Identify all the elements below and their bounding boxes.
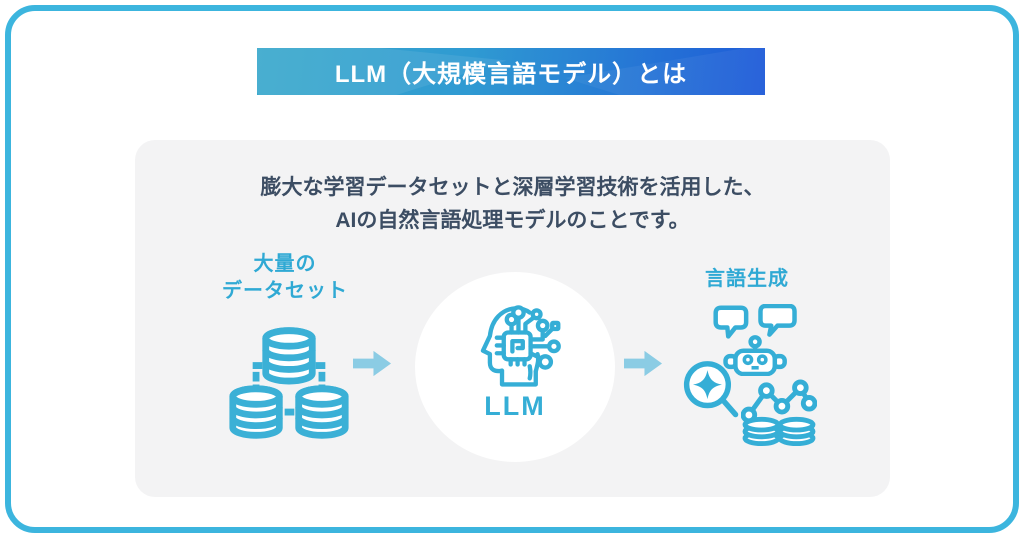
ai-brain-circuit-icon [480,305,561,387]
input-label-line-2: データセット [222,280,348,302]
title-banner: LLM（大規模言語モデル）とは [257,48,765,95]
input-label: 大量の データセット [200,251,370,305]
page-title: LLM（大規模言語モデル）とは [334,61,688,88]
description-text: 膨大な学習データセットと深層学習技術を活用した、 AIの自然言語処理モデルのこと… [135,171,890,237]
llm-label: LLM [484,391,546,421]
description-line-2: AIの自然言語処理モデルのことです。 [335,209,690,232]
right-arrow-icon [353,350,392,377]
database-cluster-icon [229,327,349,439]
input-label-line-1: 大量の [253,253,317,275]
speech-bubbles-robot-icon [713,304,797,376]
right-arrow-icon [624,350,663,377]
llm-circle: LLM [415,272,615,462]
description-line-1: 膨大な学習データセットと深層学習技術を活用した、 [260,176,765,199]
sparkle-magnifier-icon [683,361,739,418]
output-label: 言語生成 [705,268,789,290]
network-graph-data-icon [741,379,817,447]
